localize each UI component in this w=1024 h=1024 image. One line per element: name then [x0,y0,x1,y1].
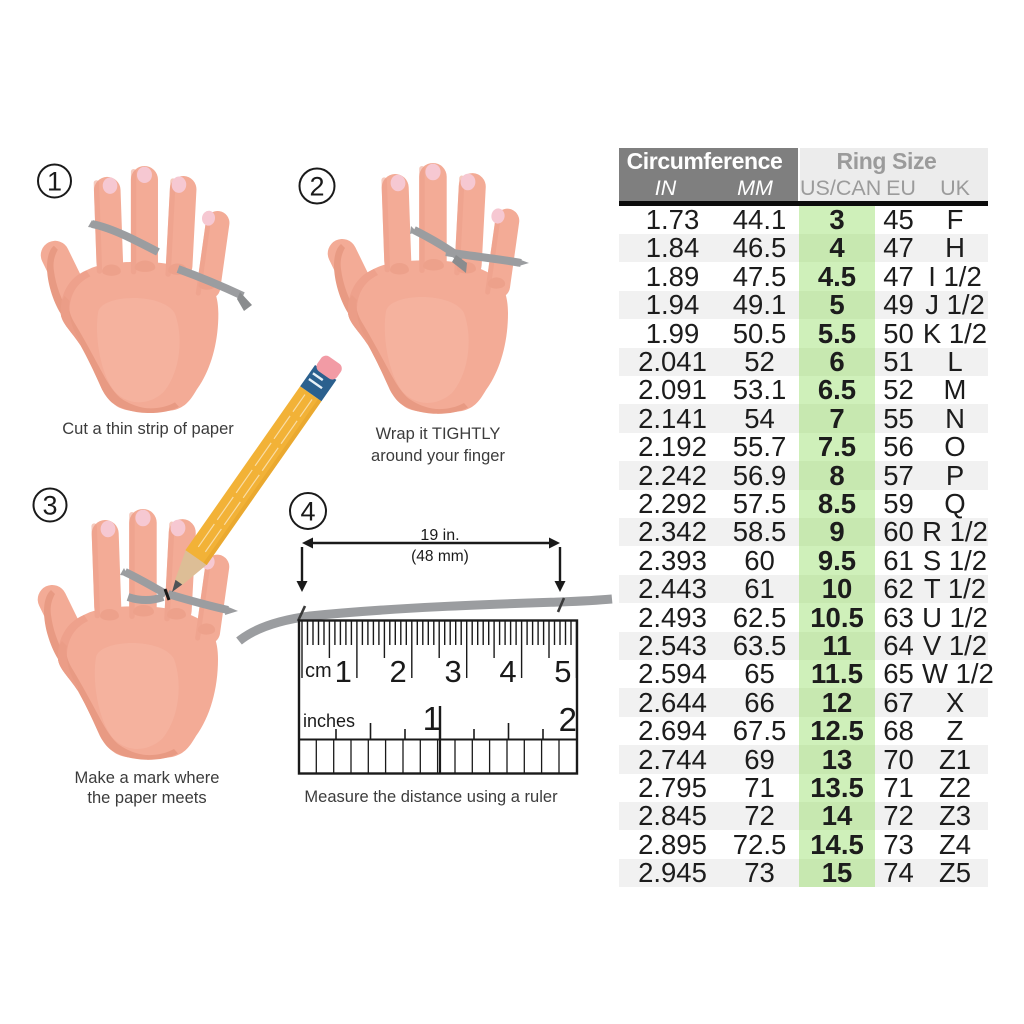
svg-text:3: 3 [42,491,57,521]
svg-text:Wrap it TIGHTLY: Wrap it TIGHTLY [376,425,501,443]
svg-text:around your finger: around your finger [371,447,505,465]
svg-text:Make a mark where: Make a mark where [75,769,220,787]
svg-text:4: 4 [499,654,516,689]
svg-text:cm: cm [305,660,332,682]
svg-text:1: 1 [47,167,62,197]
svg-text:(48 mm): (48 mm) [411,548,469,565]
svg-text:2: 2 [309,172,324,202]
svg-text:Cut a thin strip of paper: Cut a thin strip of paper [62,420,234,438]
svg-text:inches: inches [303,711,355,731]
svg-text:3: 3 [444,654,461,689]
svg-text:1: 1 [423,700,441,737]
svg-text:19 in.: 19 in. [420,527,459,544]
svg-text:the paper meets: the paper meets [87,789,206,807]
svg-text:1: 1 [335,654,352,689]
svg-text:Measure the distance using a r: Measure the distance using a ruler [304,788,558,806]
svg-text:2: 2 [559,701,577,738]
svg-text:2: 2 [390,654,407,689]
svg-text:5: 5 [554,654,571,689]
svg-text:4: 4 [300,497,315,527]
